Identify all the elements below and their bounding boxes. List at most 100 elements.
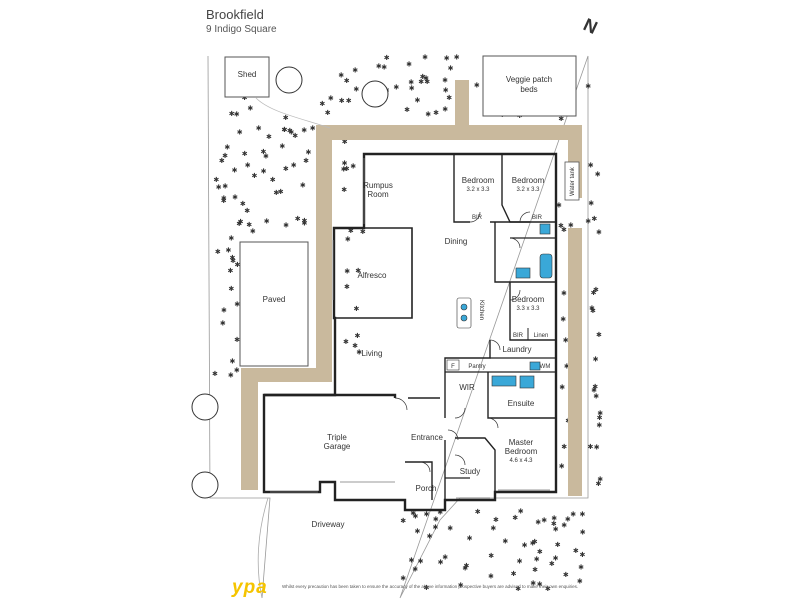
shrub-icon: ✱ <box>229 110 235 118</box>
shrub-icon: ✱ <box>235 261 241 269</box>
shrub-icon: ✱ <box>338 71 344 79</box>
shrub-icon: ✱ <box>433 516 439 524</box>
shrub-icon: ✱ <box>564 363 570 371</box>
shrub-icon: ✱ <box>282 126 288 134</box>
shrub-icon: ✱ <box>589 305 595 313</box>
label-porch: Porch <box>416 484 437 493</box>
shrub-icon: ✱ <box>226 247 232 255</box>
label-garage-1: Triple <box>327 433 347 442</box>
shrub-icon: ✱ <box>442 554 448 562</box>
shrub-icon: ✱ <box>384 54 390 62</box>
label-driveway: Driveway <box>312 520 345 529</box>
shrub-icon: ✱ <box>278 188 284 196</box>
shrub-icon: ✱ <box>597 410 603 418</box>
shrub-icon: ✱ <box>568 221 574 229</box>
shrub-icon: ✱ <box>237 128 243 136</box>
shrub-icon: ✱ <box>580 511 586 519</box>
shrub-icon: ✱ <box>418 558 424 566</box>
shrub-icon: ✱ <box>228 285 234 293</box>
site-boundary <box>207 55 589 599</box>
shrub-icon: ✱ <box>246 221 252 229</box>
shrub-icon: ✱ <box>593 286 599 294</box>
shrub-icon: ✱ <box>559 462 565 470</box>
shrub-icon: ✱ <box>537 548 543 556</box>
shed-path <box>255 97 331 129</box>
shrub-icon: ✱ <box>410 510 416 518</box>
shrub-icon: ✱ <box>437 508 443 516</box>
shrub-icon: ✱ <box>350 163 356 171</box>
shrub-icon: ✱ <box>295 215 301 223</box>
shrub-icon: ✱ <box>588 443 594 451</box>
shrub-icon: ✱ <box>560 316 566 324</box>
label-master-size: 4.6 x 4.3 <box>509 458 533 464</box>
shrub-icon: ✱ <box>287 127 293 135</box>
shrub-icon: ✱ <box>415 528 421 536</box>
shrub-icon: ✱ <box>400 517 406 525</box>
shrub-icon: ✱ <box>563 571 569 579</box>
shrub-icon: ✱ <box>376 62 382 70</box>
shrub-icon: ✱ <box>219 157 225 165</box>
fixtures <box>446 223 553 389</box>
label-bedroom-4: Bedroom <box>512 295 545 304</box>
label-master-2: Bedroom <box>505 447 538 456</box>
shrub-icon: ✱ <box>467 534 473 542</box>
shrub-icon: ✱ <box>341 166 347 174</box>
shrub-icon: ✱ <box>493 516 499 524</box>
shrub-icon: ✱ <box>302 217 308 225</box>
shrub-icon: ✱ <box>418 78 424 86</box>
shrub-icon: ✱ <box>530 539 536 547</box>
shrub-icon: ✱ <box>242 150 248 158</box>
shrub-icon: ✱ <box>281 126 287 134</box>
shrub-icon: ✱ <box>406 60 412 68</box>
shrub-icon: ✱ <box>420 73 426 81</box>
shrub-icon: ✱ <box>301 127 307 135</box>
shrub-icon: ✱ <box>515 585 521 593</box>
kitchen-island <box>456 297 472 329</box>
shed <box>224 56 270 98</box>
shrub-icon: ✱ <box>341 186 347 194</box>
shrub-icon: ✱ <box>344 267 350 275</box>
shrub-icon: ✱ <box>475 508 481 516</box>
compass: N <box>580 14 600 38</box>
shrub-icon: ✱ <box>423 75 429 83</box>
shrub-icon: ✱ <box>530 580 536 588</box>
label-veggie-1: Veggie patch <box>506 75 552 84</box>
shrub-icon: ✱ <box>502 538 508 546</box>
shrub-icon: ✱ <box>404 106 410 114</box>
label-wm: WM <box>540 364 551 370</box>
tree-icon <box>191 393 219 421</box>
label-bedroom-4-size: 3.3 x 3.3 <box>516 306 540 312</box>
shrub-icon: ✱ <box>220 320 226 328</box>
shrub-icon: ✱ <box>447 524 453 532</box>
shrub-icon: ✱ <box>563 337 569 345</box>
shrub-icon: ✱ <box>270 176 276 184</box>
shrub-icon: ✱ <box>228 234 234 242</box>
shrub-icon: ✱ <box>300 182 306 190</box>
shrub-icon: ✱ <box>228 371 234 379</box>
tree-icon <box>191 471 219 499</box>
shrub-icon: ✱ <box>283 221 289 229</box>
shrub-icon: ✱ <box>342 160 348 168</box>
shrub-icon: ✱ <box>561 226 567 234</box>
label-laundry: Laundry <box>503 345 532 354</box>
basin-icon <box>515 267 531 279</box>
shrub-icon: ✱ <box>559 384 565 392</box>
toilet-icon <box>539 223 551 235</box>
shrub-icon: ✱ <box>590 307 596 315</box>
tree-icons <box>191 66 389 499</box>
shrub-icon: ✱ <box>424 78 430 86</box>
tree-icon <box>275 66 303 94</box>
label-rumpus-1: Rumpus <box>363 181 393 190</box>
shrub-icon: ✱ <box>234 367 240 375</box>
shrub-field: ✱✱✱✱✱✱✱✱✱✱✱✱✱✱✱✱✱✱✱✱✱✱✱✱✱✱✱✱✱✱✱✱✱✱✱✱✱✱✱✱… <box>212 54 603 593</box>
shrub-icon: ✱ <box>512 514 518 522</box>
label-dining: Dining <box>445 237 468 246</box>
label-alfresco: Alfresco <box>358 271 387 280</box>
ensuite-vanity <box>491 375 517 387</box>
shrub-icon: ✱ <box>591 387 597 395</box>
shrub-icon: ✱ <box>458 582 464 590</box>
shrub-icon: ✱ <box>213 176 219 184</box>
doors <box>394 211 531 473</box>
shrub-icon: ✱ <box>541 517 547 525</box>
